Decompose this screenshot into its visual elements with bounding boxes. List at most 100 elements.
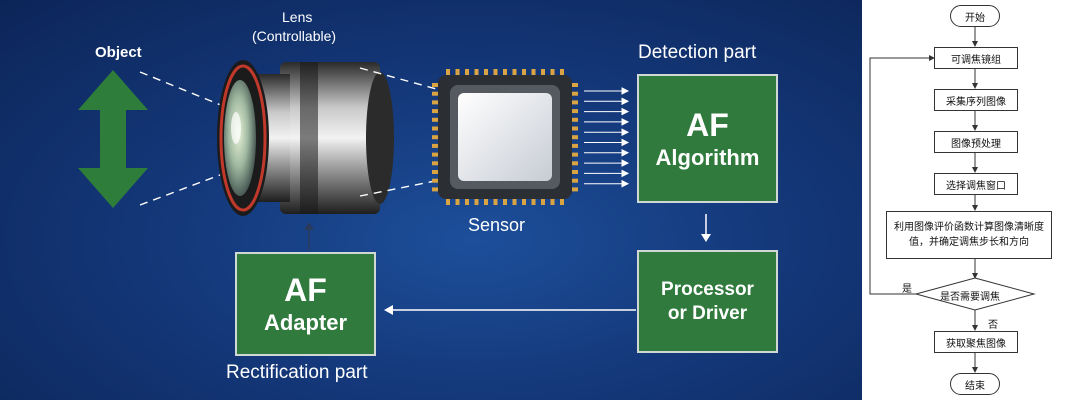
chip-pin: [493, 199, 498, 205]
chip-pin: [432, 83, 438, 87]
chip-pin: [572, 126, 578, 131]
chip-pin: [522, 199, 526, 205]
chip-pin: [493, 69, 498, 75]
signal-arrow-head: [621, 159, 630, 167]
chip-pin: [432, 91, 438, 96]
chip-pin: [572, 170, 578, 174]
chip-pin: [550, 69, 555, 75]
chip-pin: [572, 135, 578, 140]
af-system-diagram: Object Lens (Controllable) Sensor Detect…: [0, 0, 862, 400]
chip-pin: [432, 143, 438, 148]
flowchart-final-step: 获取聚焦图像: [934, 331, 1018, 353]
chip-pin: [432, 100, 438, 105]
chip-pin: [572, 187, 578, 192]
processor-line2: or Driver: [667, 302, 748, 324]
chip-pin: [465, 199, 469, 205]
sensor-chip-icon: [432, 69, 578, 205]
chip-pin: [432, 135, 438, 140]
chip-pin: [432, 126, 438, 131]
chip-pin: [572, 143, 578, 148]
flowchart-no-label: 否: [988, 320, 998, 331]
signal-arrow-head: [621, 138, 630, 147]
sensor-label: Sensor: [468, 215, 526, 235]
signal-arrow-head: [621, 128, 630, 137]
autofocus-flowchart: 开始 可调焦镜组 采集序列图像 图像预处理 选择调焦窗口 利用图像评价函数计算图…: [862, 0, 1080, 400]
chip-pin: [572, 178, 578, 183]
chip-pin: [572, 100, 578, 105]
chip-pin: [541, 199, 545, 205]
chip-pin: [432, 161, 438, 166]
chip-pin: [446, 199, 450, 205]
chip-pin: [446, 69, 450, 75]
af-adapter-subtitle: Adapter: [263, 310, 348, 335]
chip-pin: [432, 187, 438, 192]
signal-arrow-head: [621, 107, 630, 116]
object-label: Object: [95, 44, 142, 61]
processor-line1: Processor: [661, 278, 754, 300]
chip-pin: [572, 161, 578, 166]
flowchart-decision: 是否需要调焦: [940, 292, 1000, 303]
signal-arrow-head: [621, 97, 630, 106]
signal-arrow-head: [621, 87, 630, 95]
flowchart-step-4: 选择调焦窗口: [934, 173, 1018, 195]
chip-pin: [484, 69, 488, 75]
diagram-graphics: [78, 60, 711, 315]
chip-pin: [512, 199, 517, 205]
arrow-algorithm-to-processor: [701, 214, 711, 242]
flowchart-connectors: [869, 26, 1036, 373]
signal-arrow-head: [621, 169, 630, 178]
flowchart-start: 开始: [950, 5, 1000, 27]
chip-pin: [512, 69, 517, 75]
arrow-adapter-to-lens: [304, 222, 314, 250]
flowchart-step-2: 采集序列图像: [934, 89, 1018, 111]
chip-pin: [572, 109, 578, 114]
rectification-part-label: Rectification part: [226, 362, 368, 383]
chip-pin: [550, 199, 555, 205]
chip-pin: [531, 69, 536, 75]
chip-pin: [560, 69, 564, 75]
chip-pin: [465, 69, 469, 75]
chip-pin: [560, 199, 564, 205]
chip-pin: [572, 83, 578, 87]
flowchart-end: 结束: [950, 373, 1000, 395]
signal-arrow-head: [621, 118, 630, 126]
af-algorithm-title: AF: [686, 106, 729, 143]
signal-arrow-head: [621, 148, 630, 157]
chip-pin: [432, 109, 438, 114]
chip-pin: [432, 170, 438, 174]
chip-pin: [541, 69, 545, 75]
flowchart-yes-label: 是: [902, 284, 912, 295]
flowchart-step-1: 可调焦镜组: [934, 47, 1018, 69]
arrow-processor-to-adapter: [384, 305, 636, 315]
af-algorithm-box: AF Algorithm: [637, 74, 778, 203]
chip-pin: [432, 178, 438, 183]
lens-sublabel: (Controllable): [252, 28, 337, 44]
object-double-arrow: [78, 70, 148, 208]
chip-pin: [474, 69, 479, 75]
flowchart-step-3: 图像预处理: [934, 131, 1018, 153]
af-algorithm-subtitle: Algorithm: [655, 144, 760, 170]
lens-label: Lens: [282, 9, 313, 25]
signal-arrow-head: [621, 179, 630, 188]
flowchart-step-5: 利用图像评价函数计算图像清晰度值，并确定调焦步长和方向: [886, 211, 1052, 259]
chip-pin: [522, 69, 526, 75]
chip-pin: [432, 152, 438, 157]
af-adapter-title: AF: [284, 272, 327, 308]
chip-pin: [572, 91, 578, 96]
chip-pin: [572, 152, 578, 157]
chip-pin: [531, 199, 536, 205]
chip-pin: [572, 117, 578, 122]
processor-box: Processor or Driver: [637, 250, 778, 353]
chip-pin: [455, 199, 460, 205]
chip-pin: [503, 199, 507, 205]
chip-pin: [503, 69, 507, 75]
signal-arrows: [584, 87, 630, 188]
chip-pin: [484, 199, 488, 205]
lens-icon: [217, 60, 394, 216]
light-rays-object: [139, 71, 229, 206]
af-adapter-box: AF Adapter: [235, 252, 376, 356]
detection-part-label: Detection part: [638, 42, 757, 63]
chip-pin: [474, 199, 479, 205]
chip-pin: [432, 117, 438, 122]
chip-pin: [455, 69, 460, 75]
